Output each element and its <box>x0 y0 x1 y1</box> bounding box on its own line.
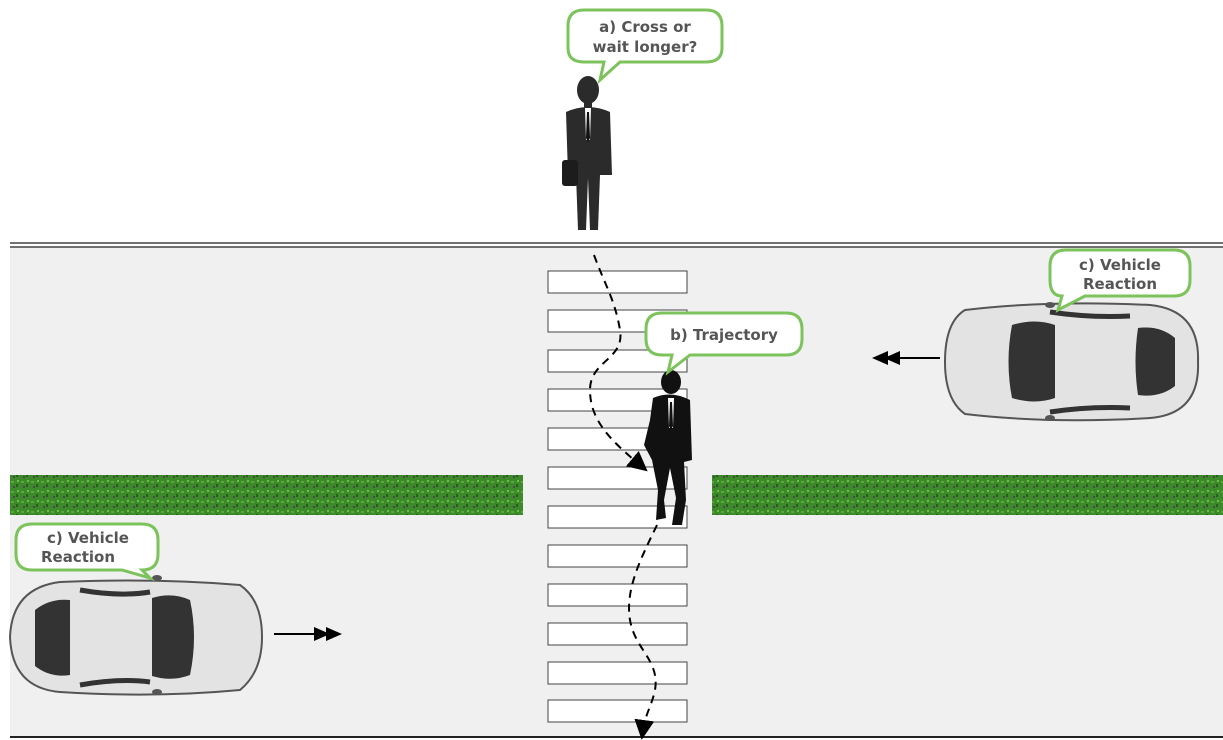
bubble-c-right-line1: c) Vehicle <box>1079 256 1161 274</box>
crosswalk-stripe <box>547 622 688 646</box>
crosswalk-stripe <box>547 466 688 490</box>
crosswalk-stripe <box>547 661 688 685</box>
crosswalk-stripe <box>547 505 688 529</box>
bubble-c-left-line2: Reaction <box>41 548 115 566</box>
bubble-a-line1: a) Cross or <box>599 18 691 36</box>
crosswalk <box>547 270 688 723</box>
speech-bubble-b: b) Trajectory <box>644 311 804 376</box>
median-hedge-left <box>10 475 523 515</box>
pedestrian-waiting-icon <box>562 76 612 230</box>
bubble-b-text: b) Trajectory <box>670 326 778 344</box>
speech-bubble-c-left: c) Vehicle Reaction <box>14 522 160 582</box>
dashed-trajectory-icon <box>588 254 648 472</box>
bubble-a-line2: wait longer? <box>593 38 698 56</box>
speech-bubble-a: a) Cross or wait longer? <box>566 8 724 85</box>
crosswalk-stripe <box>547 699 688 723</box>
crosswalk-stripe <box>547 349 688 373</box>
double-arrow-icon <box>872 351 940 365</box>
crosswalk-stripe <box>547 583 688 607</box>
median-hedge-right <box>712 475 1223 515</box>
car-icon <box>943 302 1200 422</box>
bubble-c-right-line2: Reaction <box>1083 275 1157 293</box>
car-icon <box>8 575 264 696</box>
double-arrow-icon <box>274 627 342 641</box>
crosswalk-stripe <box>547 270 688 294</box>
bubble-c-left-line1: c) Vehicle <box>47 529 129 547</box>
speech-bubble-c-right: c) Vehicle Reaction <box>1048 248 1192 313</box>
pedestrian-walking-icon <box>644 370 692 525</box>
crosswalk-stripe <box>547 544 688 568</box>
dashed-trajectory-lower-icon <box>628 524 658 740</box>
